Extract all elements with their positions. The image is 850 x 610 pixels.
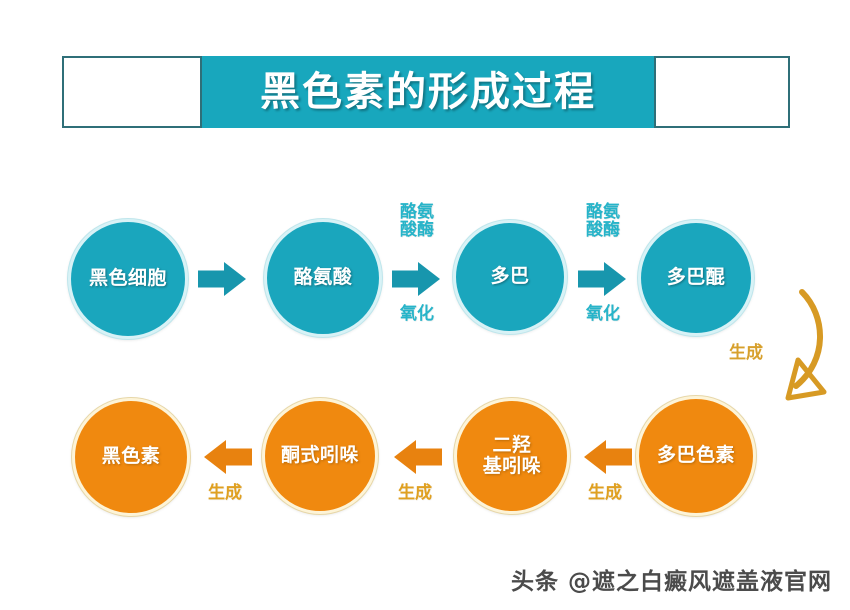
arrow-head <box>584 440 606 474</box>
arrow-shaft <box>392 270 420 288</box>
curve-arrow-head <box>785 357 827 401</box>
arrow-head <box>224 262 246 296</box>
title-banner: 黑色素的形成过程 <box>202 56 654 128</box>
edge-label-tyrosinase-2: 酪氨 酸酶 <box>586 202 620 241</box>
curved-arrow-dopaquinone-to-dopachrome <box>785 289 827 401</box>
node-label: 酮式吲哚 <box>280 444 359 467</box>
node-dopa: 多巴 <box>453 220 567 334</box>
title-side-box-left <box>62 56 202 128</box>
edge-label-generate-curve: 生成 <box>729 343 763 363</box>
node-melanin: 黑色素 <box>72 398 190 516</box>
arrow-shaft <box>414 448 442 466</box>
arrow-head <box>204 440 226 474</box>
node-melanocyte: 黑色细胞 <box>68 219 188 339</box>
arrow-shaft <box>224 448 252 466</box>
arrow-shaft <box>198 270 226 288</box>
arrow-dopa-to-dopaquinone <box>578 262 630 296</box>
node-label: 多巴色素 <box>656 444 735 467</box>
arrow-shaft <box>578 270 606 288</box>
edge-label-oxidation-1: 氧化 <box>400 304 434 324</box>
arrow-dhi-to-indolequinone <box>388 440 442 474</box>
page-title: 黑色素的形成过程 <box>260 69 596 115</box>
node-dopaquinone: 多巴醌 <box>638 220 754 336</box>
arrow-head <box>604 262 626 296</box>
edge-label-generate-2: 生成 <box>398 483 432 503</box>
title-side-box-right <box>654 56 790 128</box>
edge-label-generate-3: 生成 <box>588 483 622 503</box>
arrow-head <box>418 262 440 296</box>
edge-label-generate-1: 生成 <box>208 483 242 503</box>
arrow-tyrosine-to-dopa <box>392 262 444 296</box>
arrow-dopachrome-to-dhi <box>578 440 632 474</box>
arrow-indolequinone-to-melanin <box>198 440 252 474</box>
node-dihydroxyindole: 二羟 基吲哚 <box>454 398 570 514</box>
edge-label-oxidation-2: 氧化 <box>586 304 620 324</box>
node-label: 二羟 基吲哚 <box>482 433 542 477</box>
curve-path <box>793 289 823 389</box>
arrow-head <box>394 440 416 474</box>
node-label: 黑色细胞 <box>88 267 167 290</box>
node-label: 多巴 <box>490 265 530 288</box>
node-label: 黑色素 <box>101 445 161 468</box>
node-dopachrome: 多巴色素 <box>636 396 756 516</box>
arrow-shaft <box>604 448 632 466</box>
footer-watermark: 头条 @遮之白癜风遮盖液官网 <box>510 569 832 595</box>
arrow-melanocyte-to-tyrosine <box>198 262 250 296</box>
node-indolequinone: 酮式吲哚 <box>262 398 378 514</box>
edge-label-tyrosinase-1: 酪氨 酸酶 <box>400 202 434 241</box>
node-label: 多巴醌 <box>666 266 726 289</box>
node-label: 酪氨酸 <box>293 266 353 289</box>
node-tyrosine: 酪氨酸 <box>264 219 382 337</box>
title-bar: 黑色素的形成过程 <box>62 56 790 128</box>
